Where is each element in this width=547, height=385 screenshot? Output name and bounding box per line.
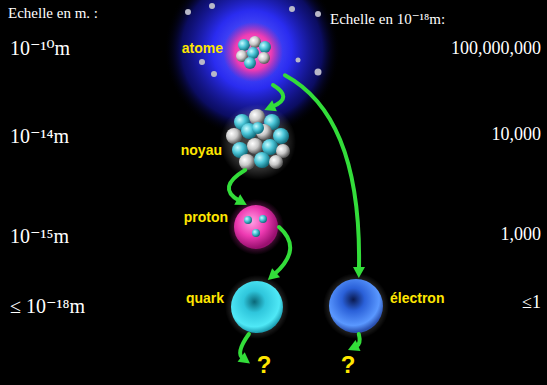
arrow-head: [348, 340, 360, 351]
particle-name: quark: [186, 290, 224, 307]
question-mark: ?: [250, 350, 278, 380]
particle-name: proton: [184, 209, 228, 226]
particle-name: électron: [390, 290, 444, 307]
scale-arrow: [238, 334, 250, 364]
arrow-head: [353, 267, 365, 278]
scale-arrow: [268, 227, 290, 280]
scale-value-m: ≤ 10⁻¹⁸m: [10, 294, 85, 318]
question-mark: ?: [334, 350, 362, 380]
nucleus-particle: noyau: [226, 110, 290, 170]
particle-name: atome: [182, 40, 223, 57]
scale-value-am: 1,000: [501, 224, 542, 246]
quark-particle: quark: [230, 280, 284, 334]
scale-value-am: 100,000,000: [451, 38, 541, 60]
particle-name: noyau: [181, 142, 222, 159]
arrow-line: [275, 227, 291, 274]
unknown-mark: ?: [334, 350, 362, 380]
unknown-mark: ?: [250, 350, 278, 380]
scale-heading: Echelle en 10⁻¹⁸m:: [330, 10, 445, 28]
proton-particle: proton: [233, 205, 279, 249]
arrow-head: [268, 268, 280, 280]
scale-value-m: 10⁻¹⁵m: [10, 224, 69, 248]
scale-arrow: [348, 334, 360, 351]
scale-value-m: 10⁻¹⁰m: [10, 36, 70, 60]
scale-value-am: ≤1: [522, 292, 541, 314]
atom-particle: atome: [225, 20, 285, 85]
arrow-head: [238, 352, 250, 363]
scale-heading: Echelle en m. :: [8, 4, 98, 22]
arrow-line: [273, 85, 284, 106]
arrow-line: [285, 75, 359, 269]
scale-arrow: [229, 170, 247, 205]
electron-particle: électron: [328, 278, 384, 334]
scale-arrow: [264, 85, 283, 111]
scale-value-am: 10,000: [492, 124, 542, 146]
arrow-line: [229, 170, 245, 201]
arrow-head: [234, 194, 247, 205]
arrow-head: [264, 100, 276, 111]
scale-value-m: 10⁻¹⁴m: [10, 124, 69, 148]
scale-arrow: [285, 75, 365, 278]
